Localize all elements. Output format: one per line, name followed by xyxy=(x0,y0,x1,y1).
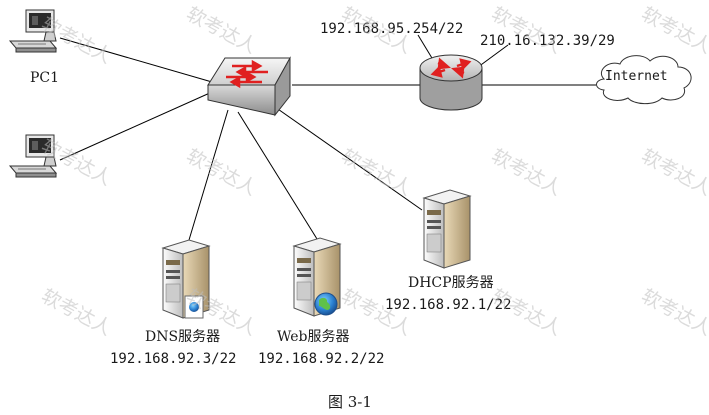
link-switch-dns xyxy=(185,109,229,251)
watermark: 软考达人 xyxy=(338,145,415,200)
link-pc1-switch xyxy=(59,37,213,83)
pc1-label: PC1 xyxy=(30,70,59,86)
switch-icon[interactable] xyxy=(207,56,291,117)
watermark: 软考达人 xyxy=(38,285,115,340)
router-wan-ip-label: 210.16.132.39/29 xyxy=(480,33,615,49)
web-server-icon[interactable] xyxy=(292,237,342,317)
dns-server-icon[interactable] xyxy=(161,239,211,319)
link-switch-dhcp xyxy=(264,99,423,211)
dhcp-server-icon[interactable] xyxy=(422,189,472,269)
watermark: 软考达人 xyxy=(183,145,260,200)
web-server-ip: 192.168.92.2/22 xyxy=(258,351,384,367)
watermark: 软考达人 xyxy=(183,3,260,58)
cloud-icon[interactable] xyxy=(596,55,692,105)
desktop-computer-icon[interactable] xyxy=(8,9,58,53)
watermark: 软考达人 xyxy=(488,3,565,58)
watermark: 软考达人 xyxy=(638,285,709,340)
dhcp-server-name: DHCP服务器 xyxy=(408,275,494,291)
watermark-layer: 软考达人 软考达人 软考达人 软考达人 软考达人 软考达人 软考达人 软考达人 … xyxy=(38,3,709,340)
dhcp-server-ip: 192.168.92.1/22 xyxy=(385,297,511,313)
dns-server-name: DNS服务器 xyxy=(145,329,220,345)
web-server-name: Web服务器 xyxy=(277,329,350,345)
watermark: 软考达人 xyxy=(638,3,709,58)
link-switch-web xyxy=(237,111,323,248)
desktop-computer-icon[interactable] xyxy=(8,134,58,178)
dns-server-ip: 192.168.92.3/22 xyxy=(110,351,236,367)
internet-label: Internet xyxy=(605,69,668,84)
connection-lines xyxy=(59,34,596,251)
router-lan-ip-label: 192.168.95.254/22 xyxy=(320,21,463,37)
watermark: 软考达人 xyxy=(638,145,709,200)
watermark: 软考达人 xyxy=(488,145,565,200)
link-pc2-switch xyxy=(59,91,213,161)
router-icon[interactable] xyxy=(419,54,483,111)
figure-caption: 图 3-1 xyxy=(328,393,372,411)
